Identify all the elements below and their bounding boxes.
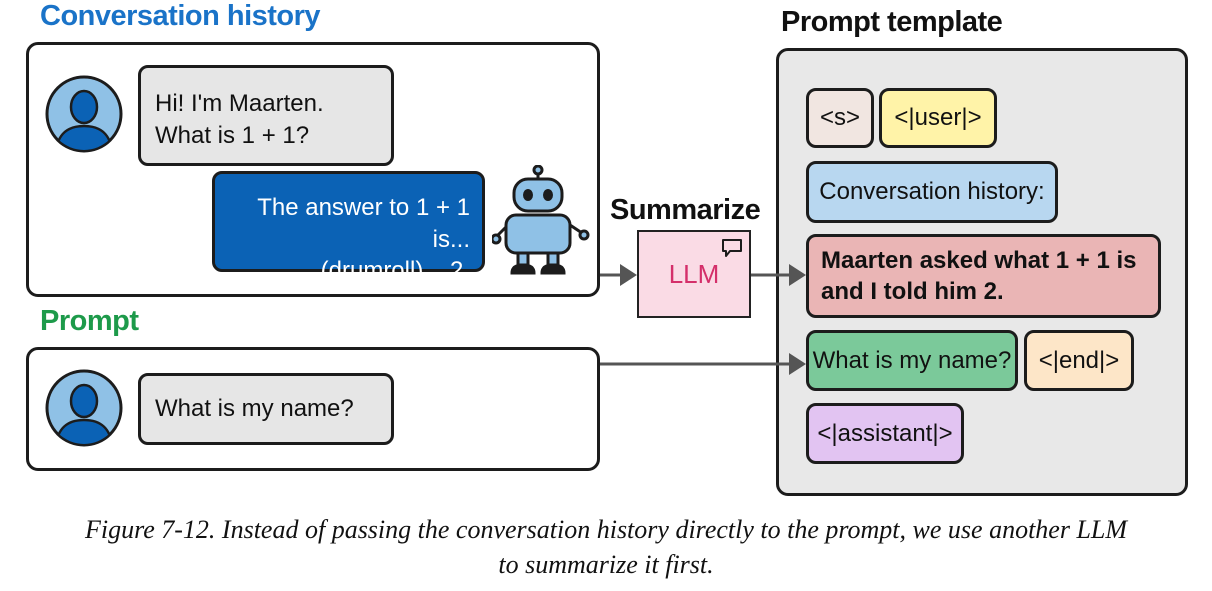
prompt-token: What is my name? [806, 330, 1018, 391]
chat-bubble-icon [722, 239, 742, 257]
arrowhead-prompt-to-template [789, 353, 806, 375]
bot-message-line1: The answer to 1 + 1 is... [257, 194, 470, 253]
assistant-token: <|assistant|> [806, 403, 964, 464]
llm-label: LLM [668, 258, 720, 289]
bot-message-line2: (drumroll) ...2. [320, 257, 470, 285]
user-message-line2: What is 1 + 1? [155, 121, 310, 149]
arrowhead-history-to-llm [620, 264, 637, 286]
summary-block: Maarten asked what 1 + 1 is and I told h… [806, 234, 1161, 318]
prompt-template-title: Prompt template [781, 6, 1003, 38]
user-message-line1: Hi! I'm Maarten. [155, 90, 324, 117]
prompt-message-text: What is my name? [155, 395, 354, 423]
caption-line2: to summarize it first. [498, 550, 714, 580]
robot-icon [492, 165, 590, 275]
user-avatar-icon [45, 75, 123, 153]
summary-line2: and I told him 2. [821, 278, 1004, 305]
user-token: <|user|> [879, 88, 997, 148]
bot-message-bubble: The answer to 1 + 1 is... (drumroll) ...… [212, 171, 485, 284]
conversation-history-label: Conversation history: [806, 161, 1058, 223]
prompt-avatar-icon [45, 369, 123, 447]
end-token: <|end|> [1024, 330, 1134, 391]
figure-caption: Figure 7-12. Instead of passing the conv… [0, 512, 1212, 583]
conversation-history-title: Conversation history [40, 0, 321, 32]
prompt-title: Prompt [40, 305, 139, 337]
prompt-message-bubble: What is my name? [138, 373, 394, 445]
start-token: <s> [806, 88, 874, 148]
user-message-bubble: Hi! I'm Maarten. What is 1 + 1? [138, 65, 394, 166]
summarize-label: Summarize [610, 194, 761, 226]
llm-box: LLM [637, 230, 751, 318]
summary-line1: Maarten asked what 1 + 1 is [821, 246, 1137, 274]
caption-line1: Figure 7-12. Instead of passing the conv… [84, 515, 1128, 544]
arrowhead-llm-to-template [789, 264, 806, 286]
